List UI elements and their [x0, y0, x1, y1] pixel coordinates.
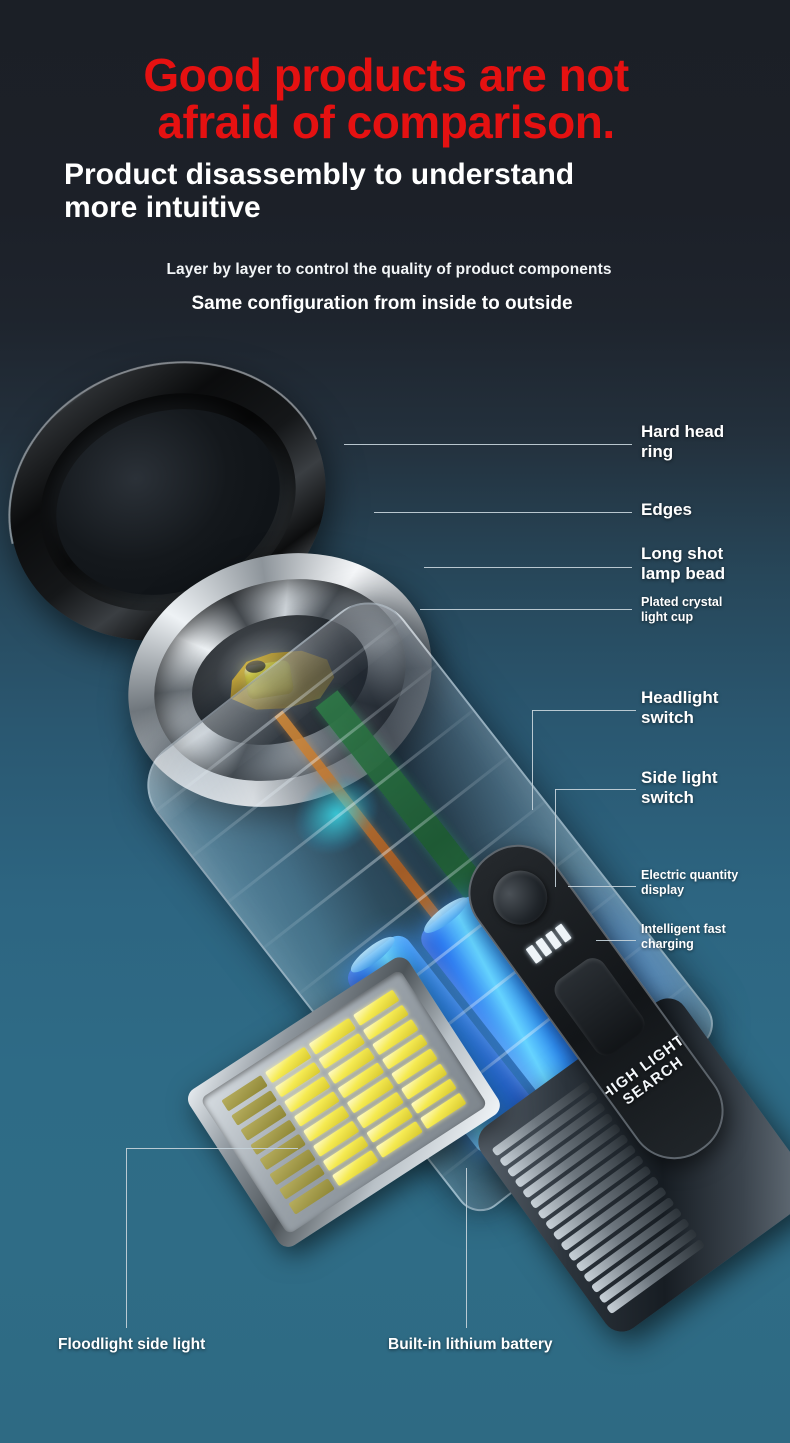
callout-line-1: Long shot: [641, 544, 724, 563]
callout-line-2: lamp bead: [641, 564, 726, 584]
leader-line-edges: [374, 512, 632, 514]
leader-line-hard-head-ring: [344, 444, 632, 446]
leader-line-electric-quantity-display: [568, 886, 636, 888]
callout-side-light-switch: Side light switch: [641, 768, 718, 808]
callout-line-1: Edges: [641, 500, 693, 519]
leader-drop-built-in-lithium-battery: [466, 1168, 468, 1328]
callout-line-1: Plated crystal: [641, 595, 723, 609]
callout-line-2: display: [641, 882, 685, 897]
leader-line-side-light-switch: [555, 789, 636, 791]
subtitle-line-2: more intuitive: [64, 191, 261, 225]
callout-line-2: ring: [641, 442, 674, 462]
leader-drop-headlight-switch: [532, 710, 534, 810]
callout-edges: Edges: [641, 500, 692, 520]
callout-long-shot-lamp-bead: Long shot lamp bead: [641, 544, 725, 584]
title-line-1: Good products are not: [143, 49, 629, 101]
callout-line-1: Intelligent fast: [641, 922, 726, 936]
page-title: Good products are not afraid of comparis…: [0, 0, 790, 146]
callout-line-1: Electric quantity: [641, 868, 739, 882]
callout-line-2: switch: [641, 788, 694, 808]
tagline-primary: Layer by layer to control the quality of…: [166, 261, 612, 278]
callout-plated-crystal-light-cup: Plated crystal light cup: [641, 595, 722, 625]
heading-block: Good products are not afraid of comparis…: [0, 0, 790, 315]
callout-floodlight-side-light: Floodlight side light: [58, 1336, 206, 1353]
leader-drop-floodlight-side-light: [126, 1148, 128, 1328]
callout-electric-quantity-display: Electric quantity display: [641, 868, 738, 898]
callout-line-2: switch: [641, 708, 694, 728]
leader-line-plated-crystal-light-cup: [420, 609, 632, 611]
callout-built-in-lithium-battery: Built-in lithium battery: [388, 1336, 553, 1353]
callout-line-1: Side light: [641, 768, 718, 787]
callout-line-1: Hard head: [641, 422, 725, 441]
leader-line-long-shot-lamp-bead: [424, 567, 632, 569]
title-line-2: afraid of comparison.: [157, 95, 615, 148]
leader-line-floodlight-side-light: [126, 1148, 298, 1150]
callout-line-2: charging: [641, 936, 694, 951]
leader-line-intelligent-fast-charging: [596, 940, 636, 942]
tagline-secondary: Same configuration from inside to outsid…: [191, 293, 573, 314]
subtitle-line-1: Product disassembly to understand: [64, 157, 575, 191]
callout-intelligent-fast-charging: Intelligent fast charging: [641, 922, 726, 952]
leader-line-headlight-switch: [532, 710, 636, 712]
page-subtitle: Product disassembly to understand more i…: [0, 158, 790, 225]
callout-line-2: light cup: [641, 609, 694, 624]
leader-drop-side-light-switch: [555, 789, 557, 887]
callout-hard-head-ring: Hard head ring: [641, 422, 724, 462]
callout-headlight-switch: Headlight switch: [641, 688, 718, 728]
callout-line-1: Headlight: [641, 688, 719, 707]
